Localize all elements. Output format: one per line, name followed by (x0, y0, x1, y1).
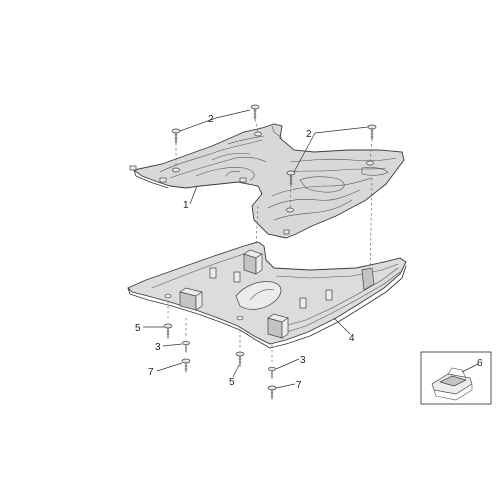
callout-2-left: 2 (208, 114, 214, 125)
callout-3-left: 3 (155, 342, 161, 353)
callout-5-left: 5 (135, 323, 141, 334)
screw-2-d (367, 124, 377, 140)
callout-7-right: 7 (296, 380, 302, 391)
clip-inset-box (420, 351, 492, 405)
screw-5-b (235, 351, 245, 367)
screw-2-a (171, 128, 181, 144)
screw-2-b (250, 104, 260, 120)
screw-7-a (181, 358, 191, 373)
callout-2-right: 2 (306, 129, 312, 140)
callout-7-left: 7 (148, 367, 154, 378)
upper-floor-panel (129, 123, 405, 239)
screw-7-b (267, 385, 277, 400)
boss-front (267, 313, 289, 339)
callout-4: 4 (349, 333, 355, 344)
screw-3-a (182, 340, 190, 353)
boss-center (243, 249, 263, 275)
callout-5-center: 5 (229, 377, 235, 388)
boss-left (179, 287, 203, 311)
callout-1: 1 (183, 200, 189, 211)
callout-3-right: 3 (300, 355, 306, 366)
screw-2-c (286, 170, 296, 186)
screw-5-a (163, 323, 173, 339)
boss-tabs (209, 267, 333, 309)
callout-6: 6 (477, 358, 483, 369)
screw-3-b (268, 366, 276, 379)
lower-floor-frame (127, 241, 407, 349)
